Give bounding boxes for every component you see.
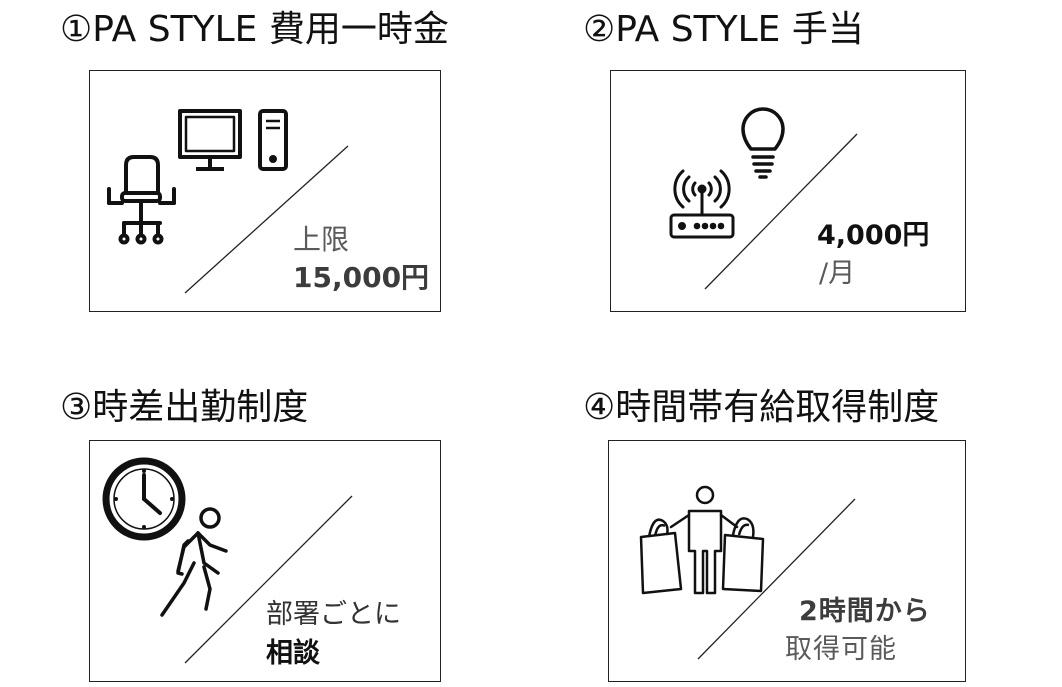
diagonal-divider [697, 498, 856, 660]
diagonal-divider [184, 145, 349, 294]
card-3-line1: 部署ごとに [266, 599, 401, 630]
card-3-graphics [102, 457, 353, 664]
card-4-graphics [639, 485, 856, 660]
wifi-router-icon [669, 169, 735, 239]
card-title-1: ①PA STYLE 費用一時金 [60, 9, 449, 50]
benefit-card-1: 上限 15,000円 [89, 70, 441, 312]
card-1-line1: 上限 [293, 223, 350, 256]
card-4-line1: 2時間から [799, 596, 931, 627]
benefit-card-4: 2時間から 取得可能 [608, 440, 966, 682]
diagonal-divider [704, 133, 858, 290]
card-1-line2: 15,000円 [293, 261, 430, 294]
lightbulb-icon [741, 107, 785, 179]
card-4-line2: 取得可能 [785, 634, 897, 665]
card-2-line2: /月 [819, 258, 856, 289]
card-title-3: ③時差出勤制度 [60, 387, 309, 428]
walking-person-icon [160, 507, 228, 617]
shopping-bag-icon [639, 517, 765, 595]
clock-icon [102, 457, 186, 541]
benefit-card-2: 4,000円 /月 [610, 70, 966, 312]
card-3-line2: 相談 [266, 638, 320, 669]
shopping-person-icon [669, 485, 739, 595]
card-2-line1: 4,000円 [817, 220, 930, 251]
card-2-graphics [669, 107, 858, 290]
card-title-2: ②PA STYLE 手当 [583, 9, 864, 50]
card-title-4: ④時間帯有給取得制度 [583, 387, 940, 428]
diagonal-divider [184, 495, 353, 664]
desktop-computer-icon [178, 109, 288, 171]
card-1-graphics [107, 109, 349, 294]
office-chair-icon [107, 155, 176, 245]
benefit-card-3: 部署ごとに 相談 [89, 440, 441, 682]
